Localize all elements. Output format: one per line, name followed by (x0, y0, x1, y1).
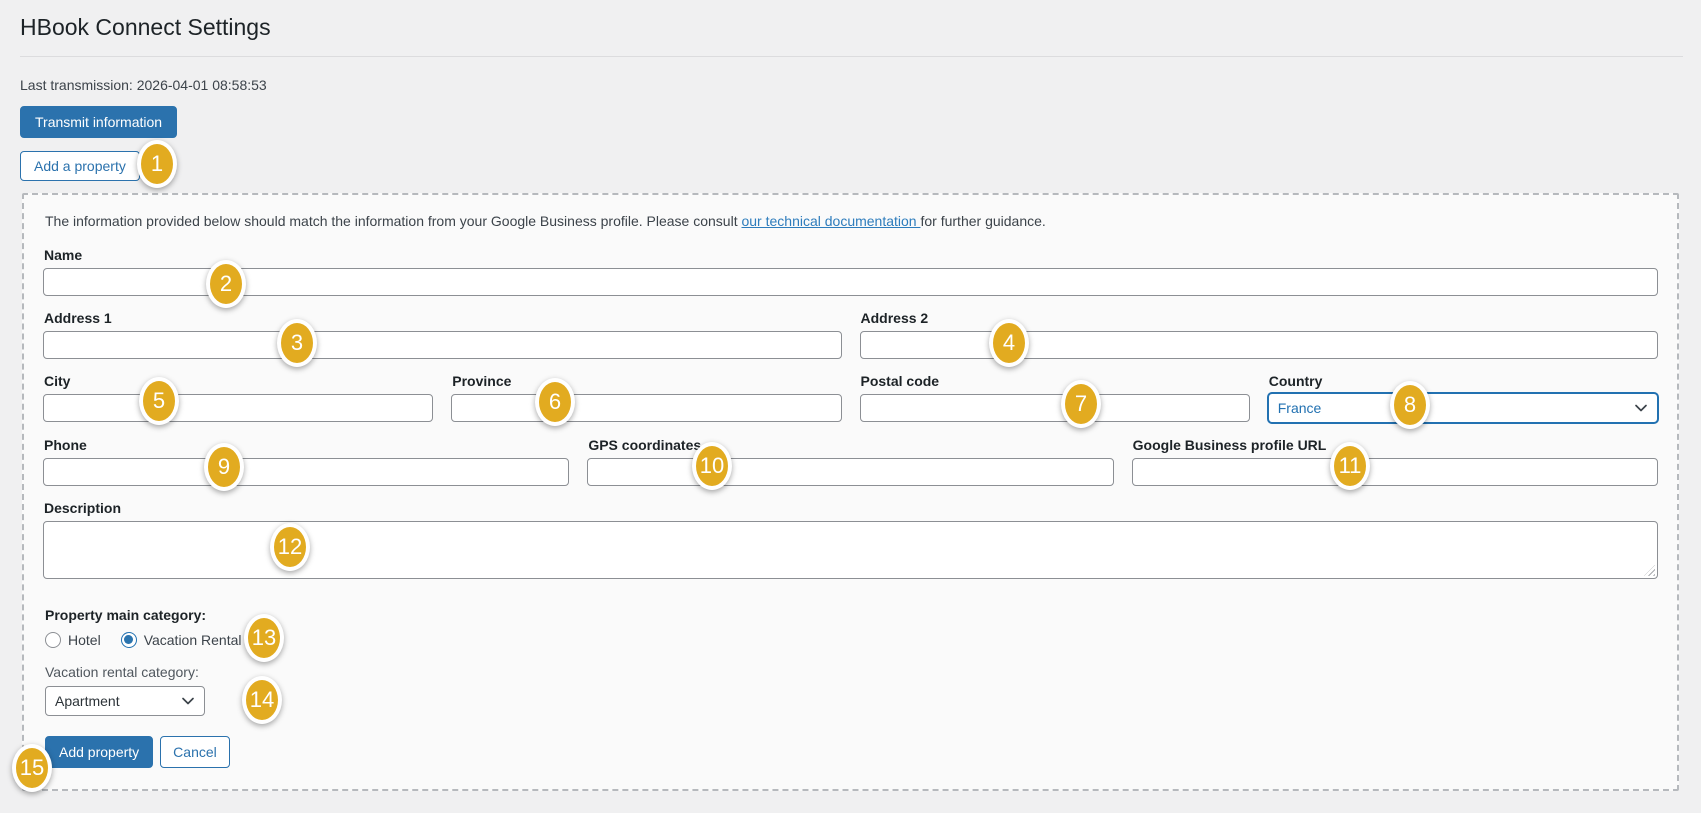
annotation-badge-4: 4 (989, 319, 1029, 367)
radio-hotel-icon[interactable] (45, 631, 61, 648)
page-title: HBook Connect Settings (20, 14, 271, 40)
phone-label: Phone (44, 436, 87, 453)
transmit-information-button[interactable]: Transmit information (20, 105, 178, 138)
radio-hotel-label: Hotel (68, 631, 101, 648)
address1-label: Address 1 (44, 309, 112, 326)
country-label: Country (1268, 372, 1323, 389)
radio-option-vacation-rental[interactable]: Vacation Rental (120, 631, 242, 648)
intro-text-after: for further guidance. (920, 212, 1046, 229)
phone-input[interactable] (43, 457, 570, 486)
add-property-form-panel: The information provided below should ma… (22, 192, 1679, 791)
add-a-property-button[interactable]: Add a property (20, 150, 140, 181)
annotation-badge-1: 1 (137, 140, 177, 188)
annotation-badge-3: 3 (277, 319, 317, 367)
city-input[interactable] (43, 393, 434, 422)
google-business-profile-url-label: Google Business profile URL (1132, 436, 1327, 453)
annotation-badge-8: 8 (1390, 381, 1430, 429)
google-business-profile-url-input[interactable] (1131, 457, 1658, 486)
vacation-rental-category-label: Vacation rental category: (45, 663, 199, 680)
radio-vacation-rental-icon[interactable] (120, 631, 137, 648)
property-main-category-group: Property main category: Hotel Vacation R… (45, 607, 1658, 648)
gps-coordinates-input[interactable] (587, 457, 1114, 486)
name-label: Name (44, 246, 83, 263)
chevron-down-icon (181, 694, 195, 708)
annotation-badge-9: 9 (204, 443, 244, 491)
annotation-badge-5: 5 (139, 377, 179, 425)
last-transmission-text: Last transmission: 2026-04-01 08:58:53 (20, 76, 267, 93)
intro-text: The information provided below should ma… (45, 211, 1658, 231)
gps-coordinates-label: GPS coordinates (588, 436, 702, 453)
settings-wrap: HBook Connect Settings Last transmission… (0, 0, 1701, 791)
annotation-badge-7: 7 (1061, 380, 1101, 428)
postal-code-input[interactable] (859, 393, 1250, 422)
add-property-submit-button[interactable]: Add property (45, 735, 154, 768)
vacation-rental-category-select[interactable]: Apartment (45, 685, 205, 716)
annotation-badge-12: 12 (270, 523, 310, 571)
property-main-category-label: Property main category: (45, 606, 207, 623)
postal-code-label: Postal code (860, 372, 940, 389)
name-input[interactable] (43, 267, 1658, 296)
annotation-badge-11: 11 (1330, 442, 1370, 490)
chevron-down-icon (1634, 401, 1648, 415)
annotation-badge-2: 2 (206, 260, 246, 308)
country-select-value: France (1277, 399, 1322, 416)
vacation-rental-category-group: Vacation rental category: Apartment (45, 664, 1658, 716)
title-divider (20, 55, 1683, 57)
radio-option-hotel[interactable]: Hotel (45, 631, 101, 648)
vacation-rental-category-value: Apartment (55, 692, 120, 709)
annotation-badge-10: 10 (692, 442, 732, 490)
technical-documentation-link[interactable]: our technical documentation (741, 212, 921, 229)
cancel-button[interactable]: Cancel (160, 735, 230, 768)
province-input[interactable] (451, 393, 842, 422)
description-textarea[interactable] (43, 520, 1658, 579)
annotation-badge-14: 14 (242, 676, 282, 724)
description-label: Description (44, 499, 122, 516)
province-label: Province (452, 372, 512, 389)
address2-label: Address 2 (860, 309, 929, 326)
annotation-badge-15: 15 (12, 744, 52, 792)
annotation-badge-13: 13 (244, 614, 284, 662)
country-select[interactable]: France (1267, 392, 1658, 423)
intro-text-before: The information provided below should ma… (45, 212, 742, 229)
radio-vacation-rental-label: Vacation Rental (143, 631, 242, 648)
address2-input[interactable] (859, 330, 1658, 359)
city-label: City (44, 372, 71, 389)
address1-input[interactable] (43, 330, 842, 359)
annotation-badge-6: 6 (535, 378, 575, 426)
